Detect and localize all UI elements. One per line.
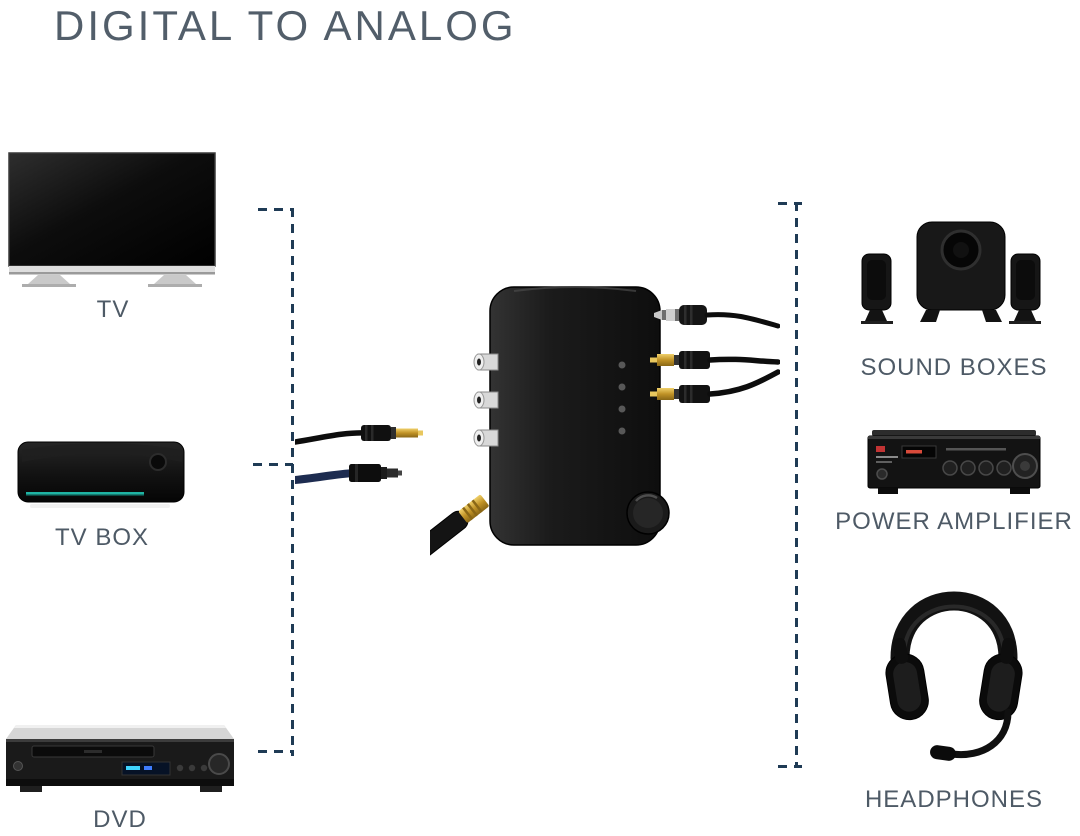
power-amplifier-label: POWER AMPLIFIER: [835, 508, 1073, 535]
tv-box-label: TV BOX: [54, 524, 150, 551]
tv-icon: [8, 152, 216, 287]
sound-boxes-label: SOUND BOXES: [860, 354, 1048, 381]
dac-converter-icon: [430, 286, 670, 557]
rca-and-optical-cable-icon: [295, 425, 423, 484]
aux-and-rca-cable-icon: [650, 305, 780, 403]
left-bracket-vertical-line: [291, 208, 294, 756]
right-bracket-vertical-line: [795, 202, 798, 768]
dvd-label: DVD: [93, 806, 147, 833]
sound-boxes-icon: [861, 221, 1041, 324]
right-bracket-bottom-line: [778, 765, 802, 768]
tv-label: TV: [96, 296, 130, 323]
left-bracket-bottom-line: [258, 750, 294, 753]
left-bracket-top-line: [258, 208, 294, 211]
dvd-player-icon: [6, 725, 234, 792]
right-bracket-top-line: [778, 202, 802, 205]
left-bracket-middle-line: [253, 463, 293, 466]
headphones-icon: [885, 591, 1023, 761]
page-title: DIGITAL TO ANALOG: [54, 2, 517, 49]
headphones-label: HEADPHONES: [864, 786, 1044, 813]
tv-box-icon: [17, 441, 185, 508]
power-amplifier-icon: [867, 430, 1041, 494]
